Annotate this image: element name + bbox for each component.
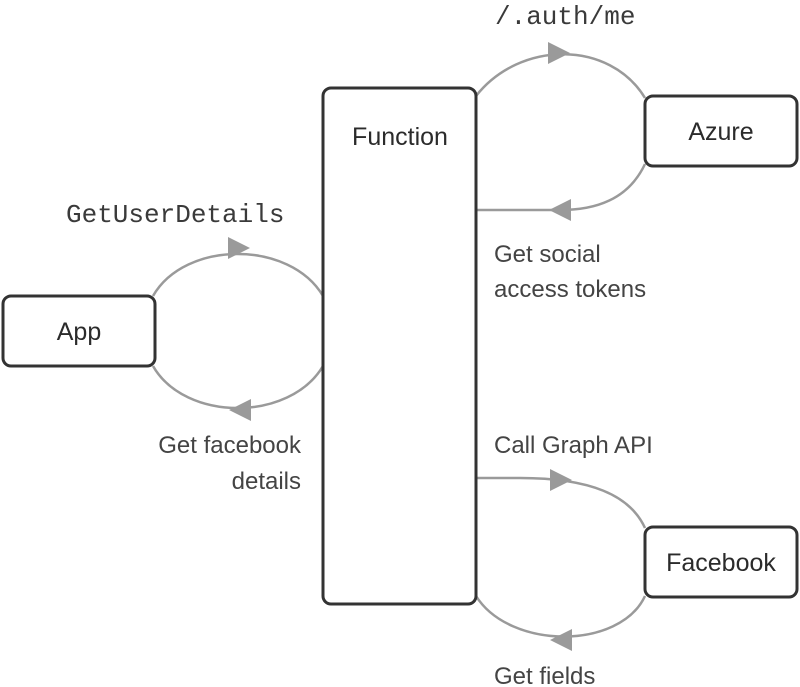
arrowhead-right-icon bbox=[228, 237, 250, 259]
node-facebook: Facebook bbox=[643, 525, 799, 599]
connector-function-to-facebook bbox=[519, 476, 647, 529]
edge-label-auth-me: /.auth/me bbox=[495, 2, 635, 32]
arrowhead-left-icon bbox=[549, 199, 571, 221]
arrowhead-right-icon bbox=[550, 469, 572, 491]
edge-label-get-fields: Get fields bbox=[494, 663, 595, 687]
node-facebook-label: Facebook bbox=[666, 549, 776, 577]
node-function: Function bbox=[321, 86, 478, 606]
connector-app-to-function bbox=[151, 252, 325, 297]
edge-label-get-social-tokens-1: Get social bbox=[494, 241, 601, 268]
arrowhead-left-icon bbox=[229, 399, 251, 421]
node-function-label: Function bbox=[352, 123, 448, 151]
edge-label-get-facebook-details-2: details bbox=[232, 468, 301, 495]
node-app-label: App bbox=[57, 318, 101, 346]
edge-label-get-facebook-details-1: Get facebook bbox=[158, 432, 302, 459]
connector-function-to-azure bbox=[475, 53, 647, 99]
edge-label-call-graph-api: Call Graph API bbox=[494, 432, 653, 459]
node-app: App bbox=[1, 294, 157, 368]
node-azure-label: Azure bbox=[688, 118, 753, 146]
connector-function-to-app bbox=[151, 365, 325, 410]
node-azure: Azure bbox=[643, 94, 799, 168]
arrowhead-right-icon bbox=[548, 42, 570, 64]
edge-label-get-social-tokens-2: access tokens bbox=[494, 276, 646, 303]
arrowhead-left-icon bbox=[550, 629, 572, 651]
connector-facebook-to-function bbox=[474, 595, 647, 638]
edge-label-get-user-details: GetUserDetails bbox=[66, 200, 284, 230]
